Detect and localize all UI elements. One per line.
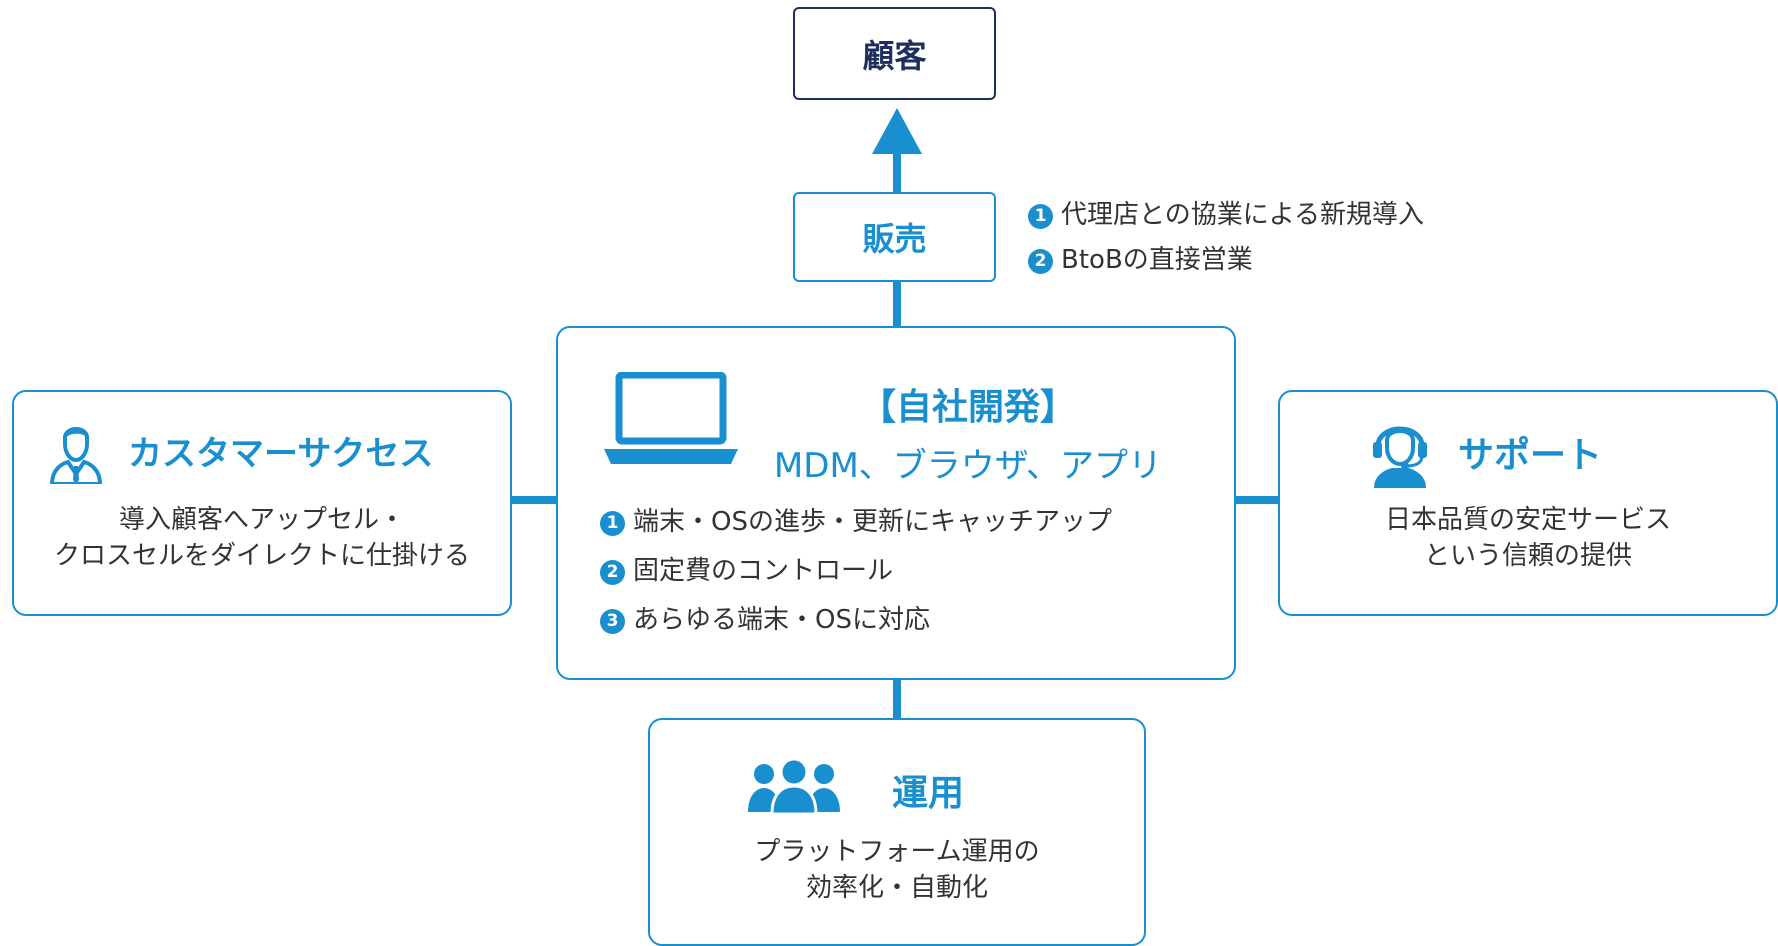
list-item: 1 端末・OSの進歩・更新にキャッチアップ	[600, 504, 1220, 553]
customer-label: 顧客	[862, 36, 927, 75]
customer-success-line2: クロスセルをダイレクトに仕掛ける	[53, 541, 470, 572]
operations-desc: プラットフォーム運用の 効率化・自動化	[650, 834, 1144, 907]
operations-title: 運用	[892, 773, 965, 814]
support-line1: 日本品質の安定サービス	[1384, 505, 1671, 535]
list-item: 3 あらゆる端末・OSに対応	[600, 602, 1220, 651]
number-badge: 2	[1028, 249, 1053, 274]
business-person-icon	[49, 427, 103, 484]
customer-box: 顧客	[793, 7, 996, 100]
support-box: サポート 日本品質の安定サービス という信頼の提供	[1278, 390, 1778, 616]
support-desc: 日本品質の安定サービス という信頼の提供	[1280, 502, 1776, 575]
list-item: 2 BtoBの直接営業	[1028, 242, 1528, 287]
laptop-icon	[604, 372, 738, 464]
center-item-text: あらゆる端末・OSに対応	[633, 605, 930, 635]
number-badge: 3	[600, 609, 625, 634]
list-item: 1 代理店との協業による新規導入	[1028, 197, 1528, 242]
customer-success-box: カスタマーサクセス 導入顧客へアップセル・ クロスセルをダイレクトに仕掛ける	[12, 390, 512, 616]
operations-box: 運用 プラットフォーム運用の 効率化・自動化	[648, 718, 1146, 946]
number-badge: 1	[1028, 204, 1053, 229]
customer-success-title: カスタマーサクセス	[128, 434, 434, 474]
connector-sales-to-customer	[893, 150, 901, 194]
support-line2: という信頼の提供	[1423, 541, 1632, 572]
list-item: 2 固定費のコントロール	[600, 553, 1220, 602]
sales-item-text: BtoBの直接営業	[1061, 245, 1253, 275]
customer-success-line1: 導入顧客へアップセル・	[118, 505, 405, 535]
arrow-up-icon	[872, 108, 922, 154]
support-title: サポート	[1458, 435, 1603, 476]
connector-center-to-support	[1236, 496, 1278, 504]
center-box: 【自社開発】 MDM、ブラウザ、アプリ 1 端末・OSの進歩・更新にキャッチアップ…	[556, 326, 1236, 680]
center-item-text: 固定費のコントロール	[633, 556, 894, 586]
group-icon	[748, 758, 840, 814]
operations-line1: プラットフォーム運用の	[754, 837, 1040, 867]
sales-label: 販売	[862, 220, 927, 258]
connector-center-to-customer-success	[512, 496, 556, 504]
center-item-text: 端末・OSの進歩・更新にキャッチアップ	[633, 507, 1112, 537]
sales-list: 1 代理店との協業による新規導入 2 BtoBの直接営業	[1028, 197, 1528, 287]
number-badge: 2	[600, 560, 625, 585]
center-subtitle: MDM、ブラウザ、アプリ	[773, 446, 1163, 486]
center-title: 【自社開発】	[859, 387, 1076, 428]
number-badge: 1	[600, 511, 625, 536]
headset-operator-icon	[1373, 426, 1427, 488]
customer-success-desc: 導入顧客へアップセル・ クロスセルをダイレクトに仕掛ける	[14, 502, 510, 575]
sales-box: 販売	[793, 192, 996, 282]
sales-item-text: 代理店との協業による新規導入	[1061, 200, 1424, 230]
connector-center-to-sales	[893, 282, 901, 328]
center-list: 1 端末・OSの進歩・更新にキャッチアップ 2 固定費のコントロール 3 あらゆる端末…	[600, 504, 1220, 651]
operations-line2: 効率化・自動化	[805, 873, 988, 904]
connector-center-to-operations	[893, 678, 901, 720]
